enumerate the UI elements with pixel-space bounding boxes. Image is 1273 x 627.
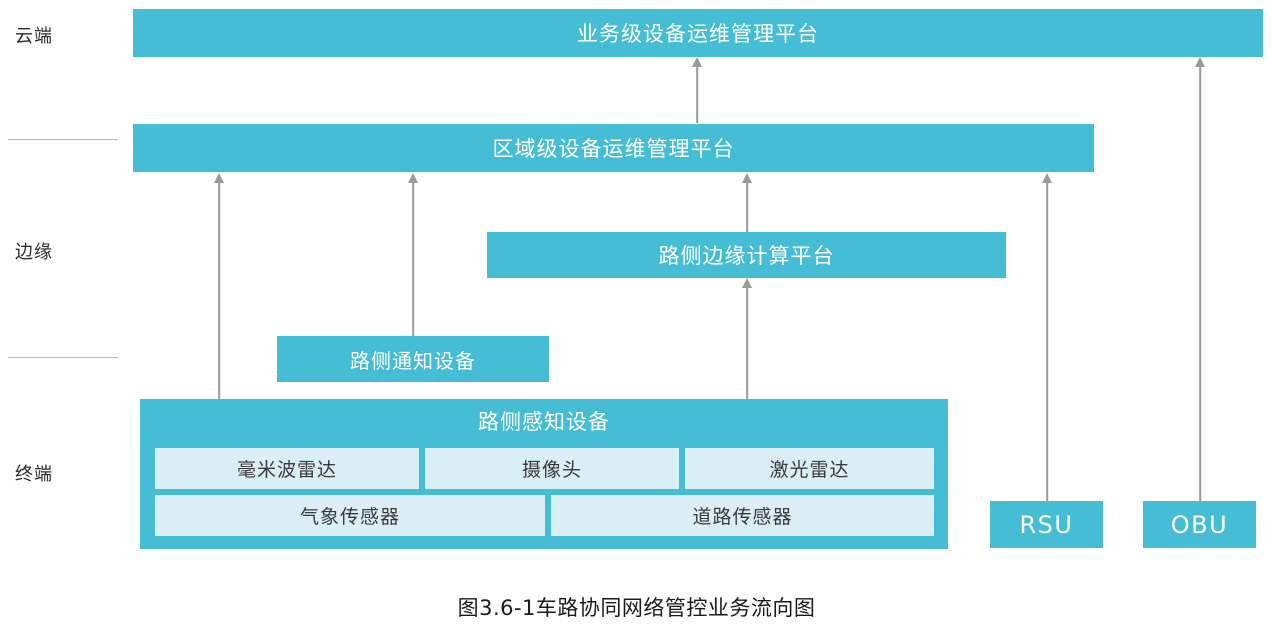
flow-arrow-rsu-to-regional <box>1041 173 1053 501</box>
arrow-shaft <box>696 66 698 123</box>
node-edge-platform[interactable]: 路侧边缘计算平台 <box>487 232 1006 278</box>
arrowhead-icon <box>742 278 752 288</box>
flow-arrow-sensing-to-edge <box>741 278 753 399</box>
sensor-road[interactable]: 道路传感器 <box>551 495 934 536</box>
flow-arrow-edge-to-regional <box>741 173 753 232</box>
sensor-label: 道路传感器 <box>692 506 793 528</box>
sensor-weather[interactable]: 气象传感器 <box>155 495 545 536</box>
sensor-label: 摄像头 <box>521 459 582 481</box>
flow-arrow-sensing-to-regional <box>213 173 225 399</box>
arrow-shaft <box>1046 182 1048 501</box>
arrow-shaft <box>746 182 748 232</box>
flow-arrow-obu-to-business <box>1194 57 1206 501</box>
sensor-label: 气象传感器 <box>299 506 400 528</box>
arrow-shaft <box>1199 66 1201 501</box>
node-label: 路侧通知设备 <box>350 348 476 373</box>
arrowhead-icon <box>408 173 418 183</box>
layer-label-edge: 边缘 <box>15 242 53 263</box>
node-rsu[interactable]: RSU <box>990 501 1103 548</box>
node-business-platform[interactable]: 业务级设备运维管理平台 <box>133 9 1263 57</box>
flow-arrow-notify-to-regional <box>407 173 419 336</box>
sensing-device-title: 路侧感知设备 <box>478 410 610 434</box>
node-sensing-device[interactable]: 路侧感知设备 毫米波雷达 摄像头 激光雷达 气象传感器 道路传感器 <box>140 399 948 549</box>
arrowhead-icon <box>692 57 702 67</box>
layer-divider-cloud-edge <box>8 139 118 140</box>
layer-label-terminal: 终端 <box>15 464 53 485</box>
node-label: OBU <box>1170 510 1229 539</box>
node-label: 业务级设备运维管理平台 <box>577 22 819 46</box>
node-label: RSU <box>1019 510 1074 539</box>
sensor-label: 激光雷达 <box>769 459 850 481</box>
arrow-shaft <box>412 182 414 336</box>
figure-caption: 图3.6-1车路协同网络管控业务流向图 <box>457 596 816 620</box>
node-regional-platform[interactable]: 区域级设备运维管理平台 <box>133 124 1094 172</box>
arrow-shaft <box>746 287 748 399</box>
sensor-camera[interactable]: 摄像头 <box>425 448 679 489</box>
sensor-mmwave-radar[interactable]: 毫米波雷达 <box>155 448 419 489</box>
arrowhead-icon <box>1195 57 1205 67</box>
arrowhead-icon <box>214 173 224 183</box>
arrowhead-icon <box>1042 173 1052 183</box>
node-label: 区域级设备运维管理平台 <box>492 137 735 161</box>
layer-divider-edge-terminal <box>8 357 118 358</box>
node-obu[interactable]: OBU <box>1143 501 1256 548</box>
sensor-label: 毫米波雷达 <box>236 459 337 481</box>
flow-arrow-regional-to-business <box>691 57 703 123</box>
node-notify-device[interactable]: 路侧通知设备 <box>277 336 549 382</box>
sensor-lidar[interactable]: 激光雷达 <box>685 448 934 489</box>
arrow-shaft <box>218 182 220 399</box>
node-label: 路侧边缘计算平台 <box>658 244 835 268</box>
layer-label-cloud: 云端 <box>15 26 53 47</box>
arrowhead-icon <box>742 173 752 183</box>
